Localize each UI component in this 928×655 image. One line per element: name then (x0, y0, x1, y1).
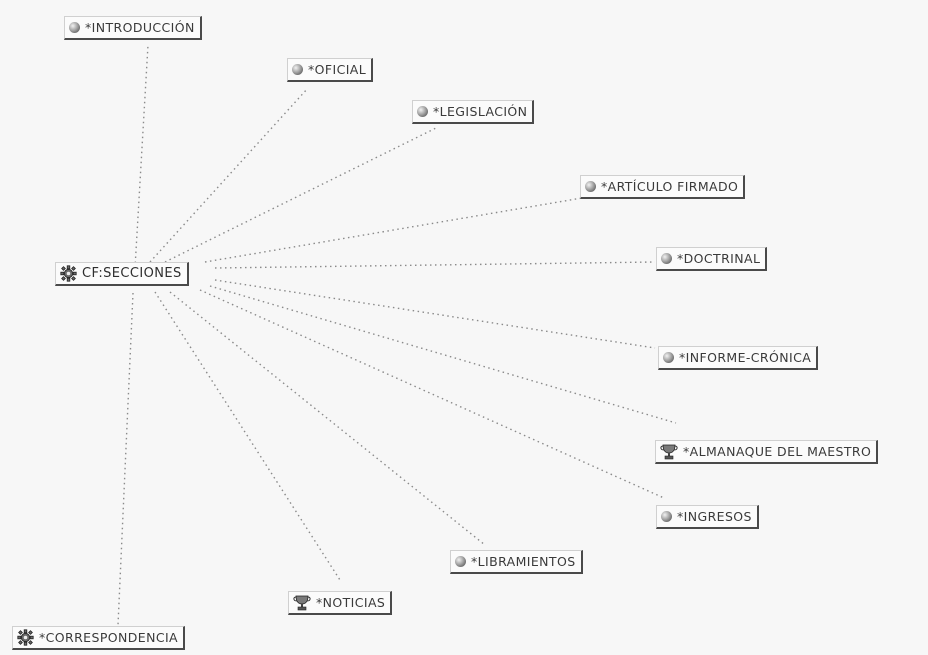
node-label: *CORRESPONDENCIA (39, 630, 178, 645)
node-label: *OFICIAL (308, 62, 367, 77)
connector-doctrinal (214, 261, 656, 269)
node-label: *INFORME-CRÓNICA (679, 350, 812, 365)
trophy-icon (660, 444, 678, 460)
node-almanaque-del-maestro[interactable]: *ALMANAQUE DEL MAESTRO (655, 440, 879, 464)
ball-icon (585, 181, 596, 192)
center-node-secciones[interactable]: CF:SECCIONES (55, 262, 189, 286)
connector-informe-cronica (214, 279, 656, 349)
connector-articulo-firmado (204, 197, 583, 263)
node-legislacion[interactable]: *LEGISLACIÓN (412, 100, 535, 124)
connector-noticias (154, 291, 341, 581)
connector-ingresos (199, 289, 665, 499)
connector-almanaque (209, 285, 677, 424)
node-label: *INGRESOS (677, 509, 752, 524)
gear-icon (17, 629, 34, 646)
node-label: *LEGISLACIÓN (433, 104, 528, 119)
ball-icon (661, 253, 672, 264)
node-introduccion[interactable]: *INTRODUCCIÓN (64, 16, 202, 40)
ball-icon (455, 556, 466, 567)
connector-libramientos (169, 291, 486, 546)
node-oficial[interactable]: *OFICIAL (287, 58, 374, 82)
connector-oficial (149, 87, 309, 263)
node-noticias[interactable]: *NOTICIAS (288, 591, 393, 615)
node-label: *LIBRAMIENTOS (471, 554, 576, 569)
node-label: *DOCTRINAL (677, 251, 761, 266)
trophy-icon (293, 595, 311, 611)
node-label: *ALMANAQUE DEL MAESTRO (683, 444, 872, 459)
connector-introduccion (134, 44, 149, 269)
gear-icon (60, 265, 77, 282)
node-libramientos[interactable]: *LIBRAMIENTOS (450, 550, 583, 574)
ball-icon (417, 106, 428, 117)
node-label: *NOTICIAS (316, 595, 386, 610)
ball-icon (292, 64, 303, 75)
connector-correspondencia (117, 292, 134, 626)
node-label: *INTRODUCCIÓN (85, 20, 195, 35)
connector-legislacion (164, 127, 437, 263)
node-informe-cronica[interactable]: *INFORME-CRÓNICA (658, 346, 819, 370)
node-label: *ARTÍCULO FIRMADO (601, 179, 739, 194)
node-label: CF:SECCIONES (82, 266, 182, 281)
node-ingresos[interactable]: *INGRESOS (656, 505, 759, 529)
ball-icon (69, 22, 80, 33)
node-correspondencia[interactable]: *CORRESPONDENCIA (12, 626, 185, 650)
node-articulo-firmado[interactable]: *ARTÍCULO FIRMADO (580, 175, 746, 199)
node-doctrinal[interactable]: *DOCTRINAL (656, 247, 768, 271)
ball-icon (663, 352, 674, 363)
ball-icon (661, 511, 672, 522)
